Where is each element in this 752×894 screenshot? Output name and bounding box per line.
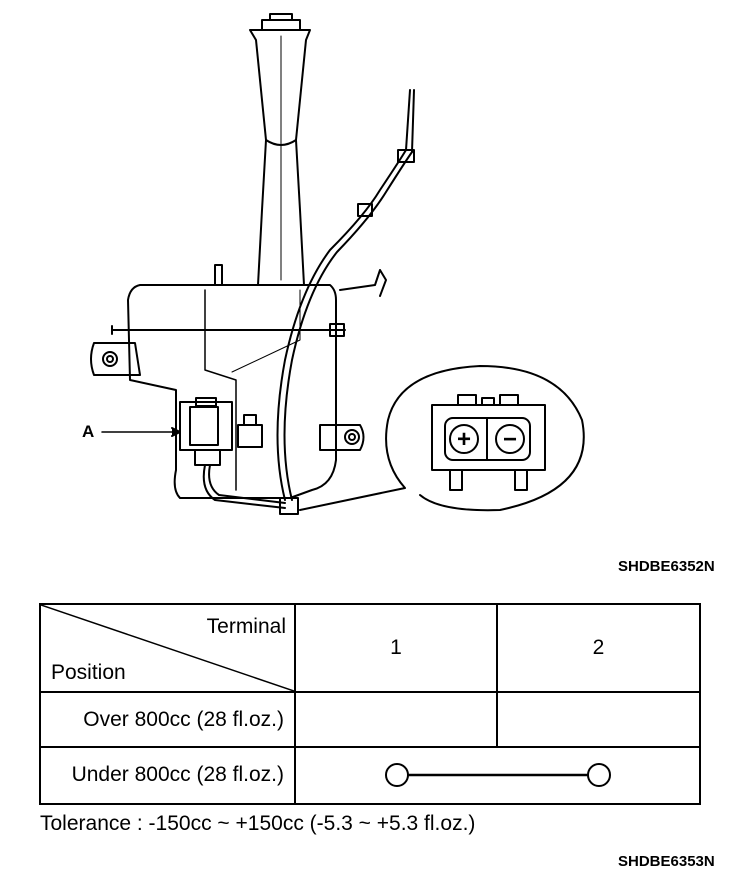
right-mount-tab [319,424,365,451]
terminal-2-dot [587,763,611,787]
column-header-1: 1 [294,603,498,693]
washer-reservoir-illustration: + − [90,13,585,515]
figure-code-2: SHDBE6353N [618,853,715,870]
washer-hose [276,149,407,501]
connector-housing [431,404,546,471]
cell-over-terminal-1 [294,691,498,748]
cell-over-terminal-2 [496,691,701,748]
reservoir-tank [127,284,337,499]
figure-code-1: SHDBE6352N [618,558,715,575]
terminal-1-dot [385,763,409,787]
left-mount-tab [90,342,141,376]
corner-diagonal [41,605,294,691]
table-corner-cell: Terminal Position [39,603,296,693]
tank-connector [279,497,299,515]
table-row: Over 800cc (28 fl.oz.) [39,691,701,748]
continuity-cell-under [294,746,701,805]
level-sensor-body [237,424,263,448]
continuity-wire [385,763,611,787]
header-position-label: Position [51,661,126,684]
column-header-2: 2 [496,603,701,693]
row-label-under: Under 800cc (28 fl.oz.) [39,746,296,805]
terminal-plus-icon [449,424,479,454]
terminal-minus-label: − [503,426,517,453]
terminal-plus-label: + [457,426,471,453]
zoom-bubble [299,365,585,512]
table-row: Under 800cc (28 fl.oz.) [39,746,701,805]
filler-neck [249,29,311,286]
washer-motor [179,401,233,451]
table-header-row: Terminal Position 1 2 [39,603,701,693]
terminal-minus-icon [495,424,525,454]
header-terminal-label: Terminal [206,615,286,638]
tolerance-note: Tolerance : -150cc ~ +150cc (-5.3 ~ +5.3… [40,812,476,835]
continuity-table: Terminal Position 1 2 Over 800cc (28 fl.… [39,603,701,805]
callout-label-a: A [82,422,95,441]
motor-wire [202,464,286,509]
row-label-over: Over 800cc (28 fl.oz.) [39,691,296,748]
